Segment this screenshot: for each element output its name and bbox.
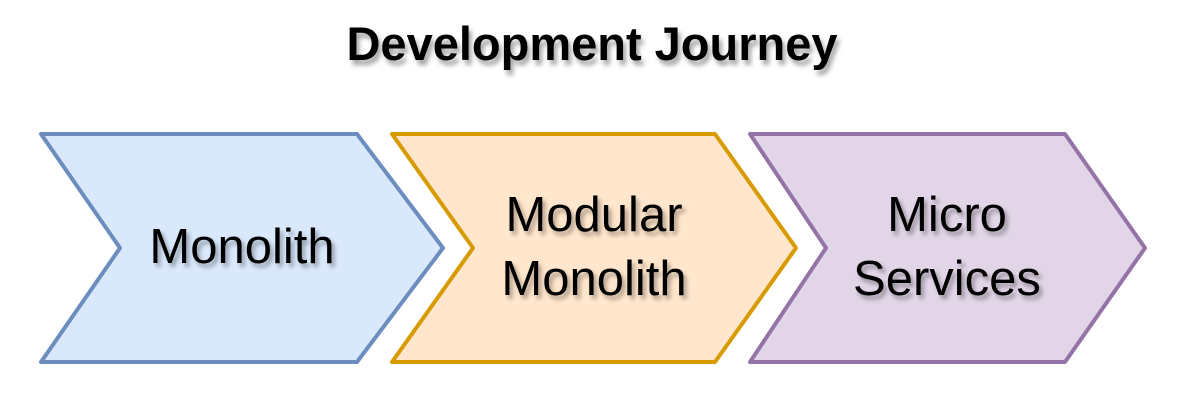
chevron-label-modular-monolith: Modular Monolith (501, 188, 687, 306)
chevron-label-monolith: Monolith (149, 220, 335, 275)
diagram-title: Development Journey (346, 17, 838, 70)
chevron-shape-modular-monolith (390, 132, 798, 364)
chevron-shape-monolith (39, 132, 445, 364)
chevron-shape-micro-services (748, 132, 1147, 364)
chevron-label-micro-services: Micro Services (853, 188, 1041, 306)
